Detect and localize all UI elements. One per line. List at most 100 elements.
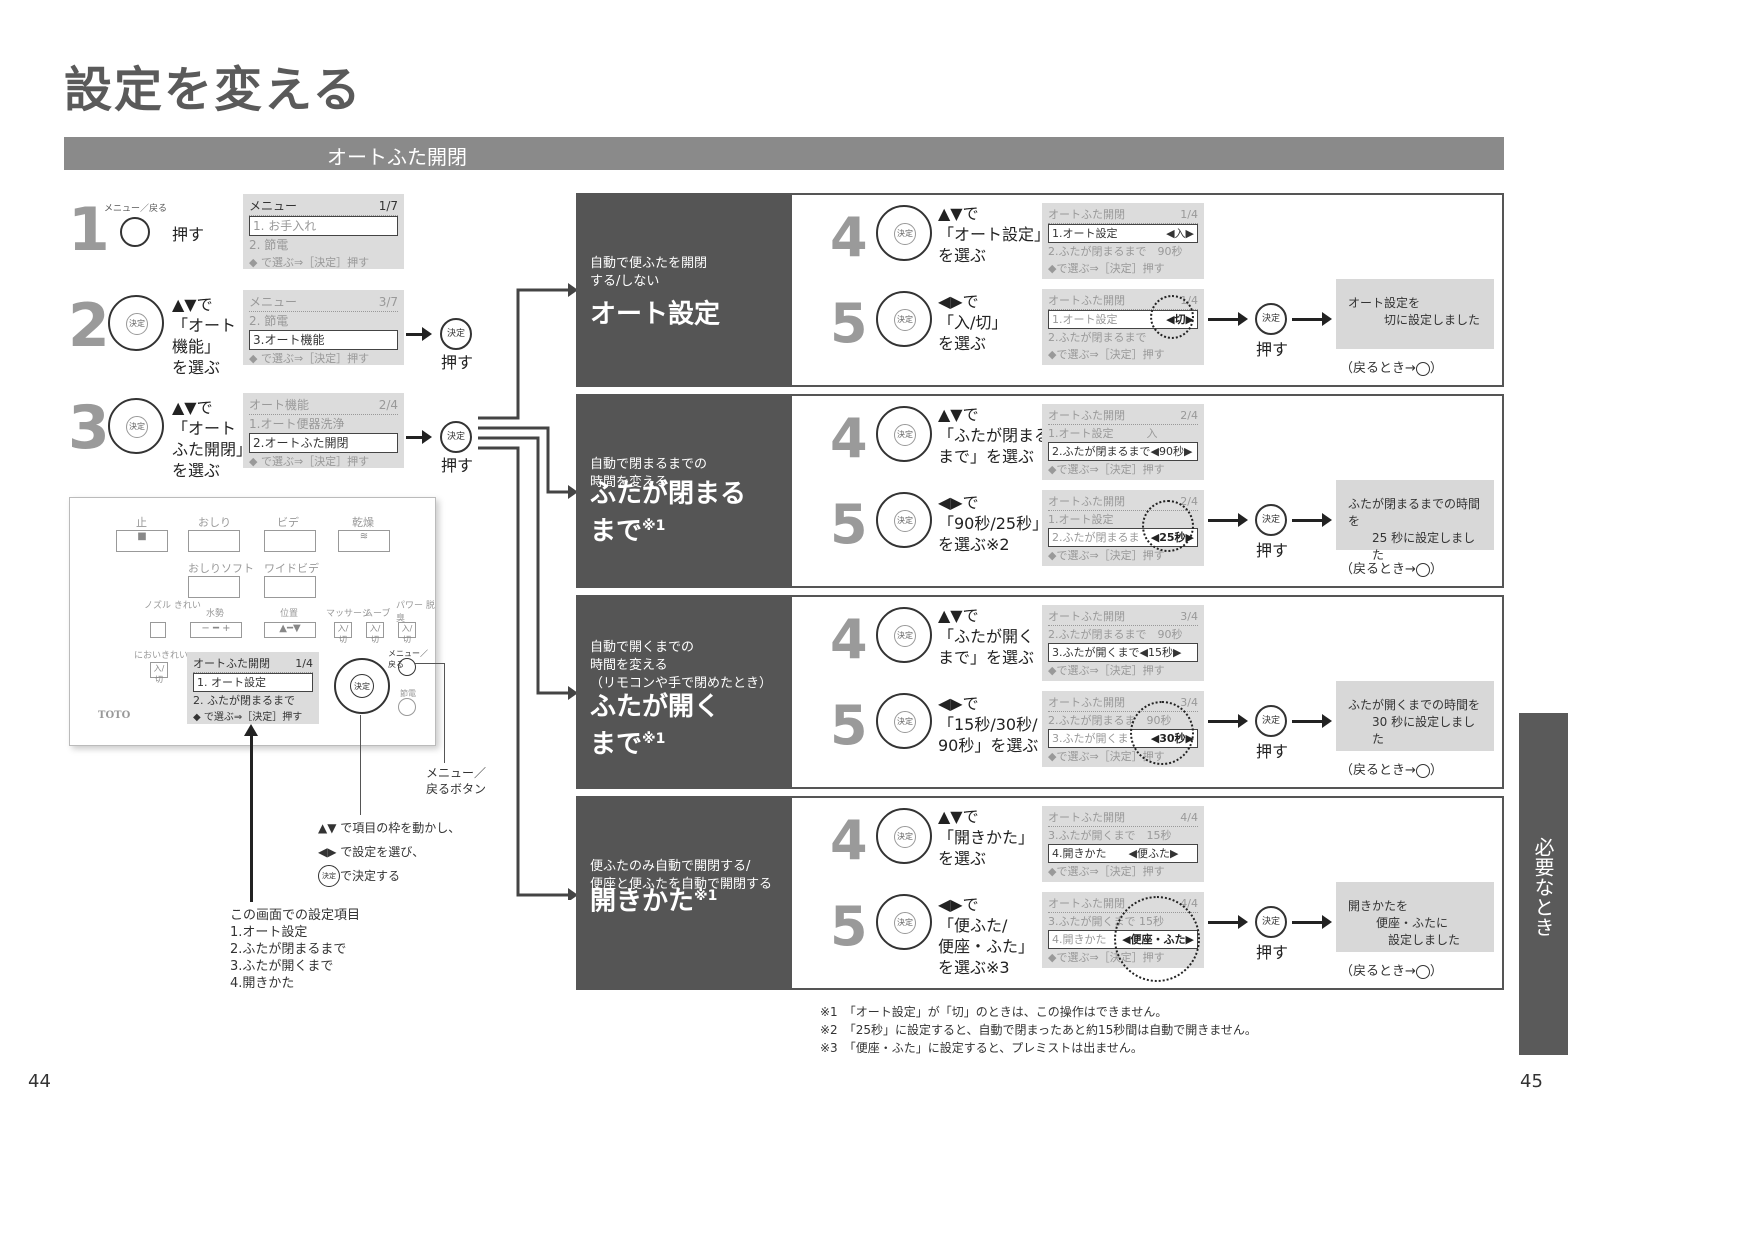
dpad-icon bbox=[876, 693, 932, 749]
highlight-circle bbox=[1150, 295, 1194, 339]
press-label: 押す bbox=[441, 456, 474, 475]
dpad-icon bbox=[876, 205, 932, 261]
massage-label: マッサージ bbox=[326, 609, 371, 619]
press-label: 押す bbox=[441, 353, 474, 372]
step-instruction: ▲▼で「ふたが閉まるまで」を選ぶ bbox=[938, 405, 1051, 466]
page-number-left: 44 bbox=[28, 1071, 51, 1092]
ok-button-icon: 決定 bbox=[1255, 906, 1287, 938]
remote-dpad bbox=[334, 658, 390, 714]
setting-panel: 便ふたのみ自動で開閉する/便座と便ふたを自動で開閉する 開きかた※1 4 5 ▲… bbox=[576, 796, 1504, 990]
step-instruction: ▲▼で「開きかた」を選ぶ bbox=[938, 807, 1035, 868]
eco-button bbox=[398, 698, 416, 716]
step-number: 4 bbox=[830, 608, 868, 671]
branch-lines bbox=[478, 283, 578, 900]
odor-button: 入/切 bbox=[150, 662, 168, 684]
arrow bbox=[406, 327, 432, 341]
step-number: 4 bbox=[830, 809, 868, 872]
rear-button bbox=[188, 530, 240, 552]
nozzle-button bbox=[150, 622, 166, 638]
rear-label: おしり bbox=[198, 516, 231, 529]
dpad-icon bbox=[876, 607, 932, 663]
press-label: 押す bbox=[1256, 340, 1289, 359]
page-number-right: 45 bbox=[1520, 1071, 1543, 1092]
brand-logo: TOTO bbox=[98, 710, 131, 721]
press-label: 押す bbox=[1256, 742, 1289, 761]
lcd-nav: で選ぶ⇒［決定］押す bbox=[260, 256, 370, 269]
step-number: 4 bbox=[830, 407, 868, 470]
dry-button: ≋ bbox=[338, 530, 390, 552]
lcd-line: 1. お手入れ bbox=[249, 216, 398, 236]
step-instruction: ◀▶で「便ふた/便座・ふた」を選ぶ※3 bbox=[938, 895, 1035, 977]
step-action: 押す bbox=[172, 225, 205, 244]
step-instruction: ▲▼で「オート設定」を選ぶ bbox=[938, 204, 1051, 265]
odor-label: においきれい bbox=[134, 651, 189, 661]
ok-button-icon: 決定 bbox=[1255, 504, 1287, 536]
dpad-leader bbox=[360, 715, 361, 815]
panel-name: ふたが開くまで※1 bbox=[590, 692, 721, 760]
nozzle-label: ノズル きれい bbox=[144, 601, 201, 611]
result-message: 開きかたを便座・ふたに設定しました bbox=[1336, 882, 1494, 952]
highlight-circle bbox=[1142, 500, 1194, 552]
highlight-circle bbox=[1114, 896, 1200, 982]
highlight-circle bbox=[1130, 701, 1194, 765]
section-title: オートふた開閉 bbox=[327, 145, 467, 169]
panel-header: 自動で便ふたを開閉する/しない オート設定 bbox=[578, 195, 792, 385]
lcd-line: 2. 節電 bbox=[249, 238, 289, 252]
step-instruction: ▲▼で「ふたが開くまで」を選ぶ bbox=[938, 606, 1035, 667]
remote-control: 止 おしり ビデ 乾燥 ■ ≋ おしりソフト ワイドビデ ノズル きれい 水勢 … bbox=[69, 497, 436, 746]
arrow bbox=[1208, 312, 1248, 326]
lcd-head: メニュー bbox=[249, 199, 298, 213]
menu-leader bbox=[444, 663, 445, 763]
arrow bbox=[406, 430, 432, 444]
stop-button: ■ bbox=[116, 530, 168, 552]
panel-header: 自動で閉まるまでの時間を変える ふたが閉まるまで※1 bbox=[578, 396, 792, 586]
step-instruction: ◀▶で「90秒/25秒」を選ぶ※2 bbox=[938, 493, 1049, 554]
arrow bbox=[1292, 312, 1332, 326]
ok-button-icon: 決定 bbox=[1255, 303, 1287, 335]
move-label: ムーブ bbox=[364, 609, 391, 619]
panel-desc: 自動で閉まるまでの時間を変える bbox=[590, 457, 708, 490]
back-hint: （戻るとき→） bbox=[1340, 562, 1443, 577]
stop-label: 止 bbox=[136, 516, 147, 529]
step-number: 1 bbox=[68, 195, 110, 265]
panel-name: ふたが閉まるまで※1 bbox=[590, 479, 747, 547]
step-instruction: ▲▼で「オートふた開閉」を選ぶ bbox=[172, 398, 253, 480]
remote-menu-label: メニュー／戻る bbox=[388, 649, 428, 669]
ok-button-icon: 決定 bbox=[440, 421, 472, 453]
ok-button-icon: 決定 bbox=[1255, 705, 1287, 737]
footnotes: ※1 「オート設定」が「切」のときは、この操作はできません。 ※2 「25秒」に… bbox=[820, 1005, 1257, 1055]
step-number: 3 bbox=[68, 393, 110, 463]
bidet-button bbox=[264, 530, 316, 552]
wide-label: ワイドビデ bbox=[264, 562, 319, 575]
step-number: 2 bbox=[68, 291, 110, 361]
step-instruction: ◀▶で「15秒/30秒/90秒」を選ぶ bbox=[938, 694, 1039, 755]
step-number: 5 bbox=[830, 493, 868, 556]
page-title: 設定を変える bbox=[64, 62, 363, 118]
dpad-icon bbox=[876, 808, 932, 864]
panel-header: 自動で開くまでの時間を変える（リモコンや手で閉めたとき） ふたが開くまで※1 bbox=[578, 597, 792, 787]
remote-ok-button: 決定 bbox=[350, 674, 374, 698]
arrow bbox=[1208, 513, 1248, 527]
settings-list: この画面での設定項目 1.オート設定 2.ふたが閉まるまで 3.ふたが開くまで … bbox=[230, 908, 361, 991]
menu-callout: メニュー／ 戻るボタン bbox=[426, 766, 487, 796]
side-tab: 必要なとき bbox=[1519, 713, 1568, 1055]
dpad-icon bbox=[108, 398, 164, 454]
arrow bbox=[1292, 714, 1332, 728]
section-bar: オートふた開閉 bbox=[64, 137, 1504, 170]
back-hint: （戻るとき→） bbox=[1340, 361, 1443, 376]
dry-label: 乾燥 bbox=[352, 516, 374, 529]
remote-menu-button bbox=[398, 658, 416, 676]
soft-label: おしりソフト bbox=[188, 562, 254, 575]
step-number: 4 bbox=[830, 206, 868, 269]
deodor-label: パワー 脱臭 bbox=[396, 601, 435, 624]
pointer-line bbox=[250, 730, 253, 902]
lcd-page: 1/7 bbox=[378, 199, 398, 213]
panel-desc: 自動で開くまでの時間を変える（リモコンや手で閉めたとき） bbox=[590, 640, 773, 691]
